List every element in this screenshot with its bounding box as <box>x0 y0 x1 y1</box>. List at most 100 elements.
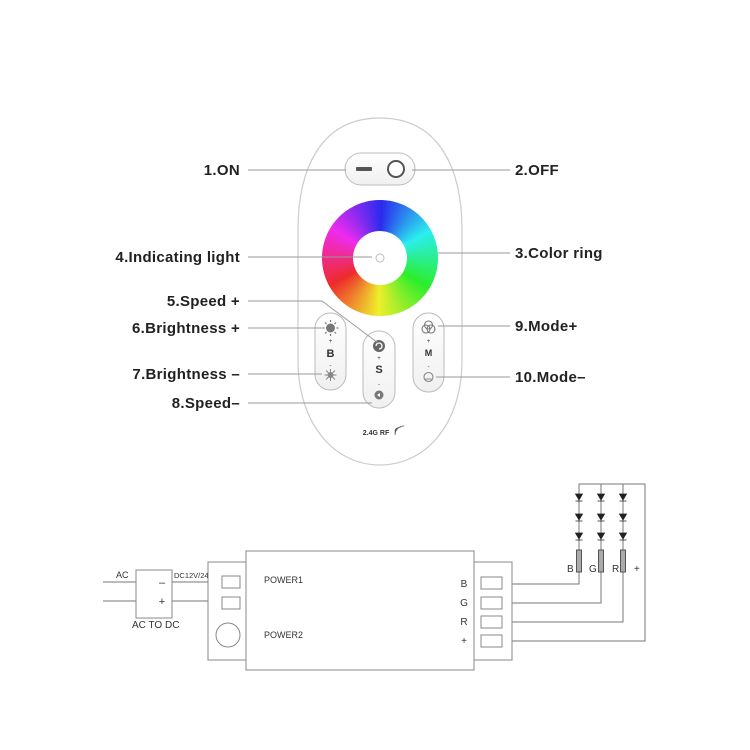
color-ring-segment[interactable] <box>394 209 415 238</box>
color-ring-segment[interactable] <box>388 202 402 234</box>
mode-plus-button[interactable] <box>421 320 436 334</box>
color-ring-segment[interactable] <box>325 267 357 282</box>
color-ring-segment[interactable] <box>382 200 390 233</box>
color-ring-segment[interactable] <box>389 203 405 235</box>
color-ring-segment[interactable] <box>364 283 375 315</box>
color-ring-segment[interactable] <box>370 283 378 316</box>
color-ring-segment[interactable] <box>395 278 417 306</box>
speed-minus-button[interactable] <box>374 390 384 400</box>
color-ring-segment[interactable] <box>404 264 437 277</box>
brightness-plus-button[interactable] <box>322 320 339 336</box>
color-ring-segment[interactable] <box>329 270 359 290</box>
color-ring-segment[interactable] <box>405 263 437 274</box>
color-ring-segment[interactable] <box>329 225 359 245</box>
color-ring-segment[interactable] <box>322 245 355 254</box>
color-ring-segment[interactable] <box>401 223 429 245</box>
color-ring-segment[interactable] <box>399 219 426 242</box>
color-ring-segment[interactable] <box>389 281 404 313</box>
color-ring-segment[interactable] <box>405 245 438 255</box>
color-ring-segment[interactable] <box>405 242 437 253</box>
color-ring-segment[interactable] <box>341 212 364 239</box>
color-ring-segment[interactable] <box>386 201 399 234</box>
speed-plus-button[interactable] <box>373 340 385 352</box>
color-ring-segment[interactable] <box>392 279 412 309</box>
color-ring-segment[interactable] <box>395 211 417 238</box>
color-ring-segment[interactable] <box>400 273 427 295</box>
color-ring-segment[interactable] <box>403 234 435 249</box>
color-ring-segment[interactable] <box>359 202 373 234</box>
brightness-minus-button[interactable] <box>324 369 337 381</box>
color-ring-segment[interactable] <box>331 271 359 293</box>
color-ring-segment[interactable] <box>396 277 419 304</box>
color-ring-segment[interactable] <box>361 282 374 315</box>
color-ring-segment[interactable] <box>370 200 378 233</box>
color-ring-segment[interactable] <box>403 231 434 248</box>
color-ring-segment[interactable] <box>391 206 410 236</box>
color-ring-segment[interactable] <box>386 282 398 315</box>
color-ring-segment[interactable] <box>336 216 362 241</box>
color-ring-segment[interactable] <box>364 201 375 233</box>
color-ring-segment[interactable] <box>324 265 356 279</box>
color-ring-segment[interactable] <box>353 281 370 311</box>
color-ring-segment[interactable] <box>405 262 438 271</box>
color-ring-segment[interactable] <box>351 206 369 236</box>
color-ring-segment[interactable] <box>343 210 365 238</box>
color-ring-segment[interactable] <box>336 275 362 300</box>
color-ring-segment[interactable] <box>323 264 356 276</box>
color-ring-segment[interactable] <box>322 260 355 268</box>
color-ring-segment[interactable] <box>338 276 363 302</box>
color-ring-segment[interactable] <box>334 218 361 242</box>
color-ring-segment[interactable] <box>387 282 401 314</box>
color-ring-segment[interactable] <box>331 223 360 244</box>
color-ring-segment[interactable] <box>391 280 409 310</box>
color-ring-segment[interactable] <box>397 214 422 240</box>
color-ring-segment[interactable] <box>362 201 374 234</box>
color-ring-segment[interactable] <box>398 275 424 300</box>
color-ring-segment[interactable] <box>348 207 368 237</box>
color-ring-segment[interactable] <box>347 279 367 309</box>
on-off-switch[interactable] <box>344 152 416 186</box>
color-ring-segment[interactable] <box>338 214 363 240</box>
color-ring-segment[interactable] <box>326 268 357 285</box>
color-ring-segment[interactable] <box>399 274 426 298</box>
color-ring-segment[interactable] <box>323 242 355 253</box>
color-ring-segment[interactable] <box>334 274 361 297</box>
color-ring-segment[interactable] <box>385 201 396 233</box>
color-ring-segment[interactable] <box>400 221 428 243</box>
color-ring-segment[interactable] <box>382 283 390 316</box>
color-ring-segment[interactable] <box>405 248 438 256</box>
color-ring-segment[interactable] <box>333 221 360 243</box>
color-ring-segment[interactable] <box>403 268 433 285</box>
color-ring-segment[interactable] <box>353 204 370 235</box>
color-ring-segment[interactable] <box>355 281 371 313</box>
color-ring-segment[interactable] <box>383 283 393 316</box>
color-ring-segment[interactable] <box>401 271 431 291</box>
color-ring-segment[interactable] <box>322 257 355 262</box>
color-ring-segment[interactable] <box>404 266 436 280</box>
color-ring-segment[interactable] <box>397 276 422 302</box>
color-ring-segment[interactable] <box>367 200 377 233</box>
color-ring-segment[interactable] <box>327 231 357 248</box>
color-ring-segment[interactable] <box>396 212 420 239</box>
color-ring-segment[interactable] <box>356 203 371 235</box>
color-ring-segment[interactable] <box>323 263 355 274</box>
color-ring-segment[interactable] <box>350 280 369 310</box>
on-button-icon[interactable] <box>356 167 372 171</box>
color-ring-segment[interactable] <box>404 240 437 252</box>
color-ring-segment[interactable] <box>376 200 381 233</box>
color-ring-segment[interactable] <box>384 200 393 233</box>
color-ring-segment[interactable] <box>324 236 356 250</box>
off-button-icon[interactable] <box>387 160 405 178</box>
color-ring-segment[interactable] <box>340 277 364 304</box>
color-ring[interactable] <box>322 200 438 316</box>
color-ring-segment[interactable] <box>402 229 432 247</box>
color-ring-segment[interactable] <box>345 209 367 237</box>
color-ring-segment[interactable] <box>322 248 355 256</box>
color-ring-segment[interactable] <box>379 283 384 316</box>
color-ring-segment[interactable] <box>328 269 358 287</box>
color-ring-segment[interactable] <box>325 233 357 249</box>
color-ring-segment[interactable] <box>402 269 432 288</box>
color-ring-segment[interactable] <box>393 207 413 237</box>
mode-minus-button[interactable] <box>423 371 434 383</box>
color-ring-segment[interactable] <box>345 278 366 307</box>
